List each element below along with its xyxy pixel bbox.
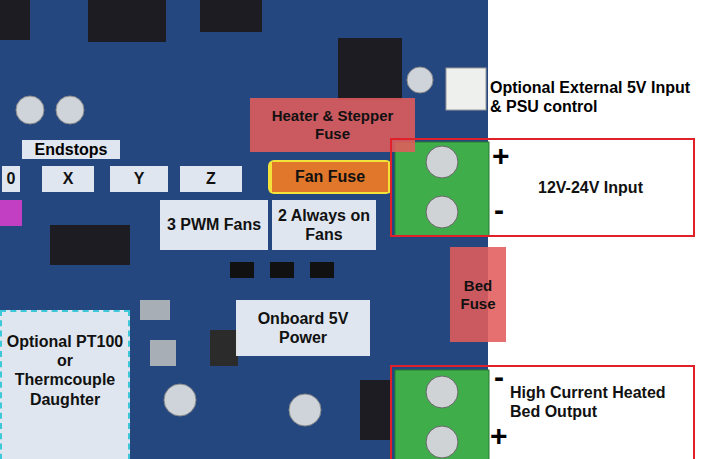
endstop-connector: 0: [2, 166, 20, 192]
pink-header: [0, 200, 22, 226]
terminal-screw: [426, 376, 458, 408]
node-text: Heater & Stepper Fuse: [254, 107, 411, 143]
terminal-screw: [426, 426, 458, 458]
endstop-connector: X: [42, 166, 94, 192]
node-text: 2 Always on Fans: [276, 206, 372, 244]
mosfet: [360, 380, 390, 440]
fuse-box: Bed Fuse: [450, 247, 506, 342]
inductor: [210, 330, 238, 366]
node-text: Optional PT100 or Thermcouple Daughter: [6, 332, 124, 409]
terminal-screw: [426, 196, 458, 228]
fan-connector: 3 PWM Fans: [160, 200, 268, 250]
node-text: Y: [134, 169, 145, 188]
chip: [88, 0, 166, 42]
node-text: High Current Heated Bed Output: [510, 383, 689, 421]
power-label-box: Onboard 5V Power: [236, 300, 370, 356]
endstop-connector: Y: [110, 166, 168, 192]
polarity-sign: +: [490, 418, 514, 454]
polarity-sign: -: [494, 359, 518, 395]
jumper: [230, 262, 254, 278]
input-terminal: [395, 142, 489, 236]
group-label: Endstops: [22, 140, 120, 159]
capacitor: [56, 96, 84, 124]
fuse-box: Fan Fuse: [272, 162, 388, 192]
capacitor: [289, 394, 321, 426]
bed-terminal: [395, 370, 489, 459]
jumper: [310, 262, 334, 278]
regulator: [140, 300, 170, 320]
node-text: Onboard 5V Power: [240, 309, 366, 347]
chip: [338, 38, 402, 100]
capacitor: [16, 96, 44, 124]
white-ground: [488, 0, 725, 459]
fan-fuse-highlight: [268, 160, 392, 194]
input-callout-box: 12V-24V Input: [390, 138, 695, 237]
jumper: [270, 262, 294, 278]
node-text: 12V-24V Input: [538, 178, 643, 197]
chip: [0, 0, 30, 40]
output-callout-box: High Current Heated Bed Output: [390, 365, 695, 459]
polarity-sign: +: [492, 138, 516, 174]
capacitor: [164, 384, 196, 416]
daughterboard-region: Optional PT100 or Thermcouple Daughter: [0, 310, 130, 459]
capacitor: [407, 67, 433, 93]
node-text: X: [63, 169, 74, 188]
polarity-sign: -: [494, 192, 518, 228]
external-5v-connector: [446, 68, 486, 110]
terminal-screw: [426, 146, 458, 178]
connector-callout: Optional External 5V Input & PSU control: [490, 78, 705, 116]
chip: [200, 0, 262, 32]
fan-connector: 2 Always on Fans: [272, 200, 376, 250]
node-text: Z: [206, 169, 216, 188]
node-text: Bed Fuse: [454, 277, 502, 313]
endstop-connector: Z: [180, 166, 242, 192]
node-text: 3 PWM Fans: [167, 215, 261, 234]
node-text: 0: [7, 169, 16, 188]
regulator: [150, 340, 176, 366]
node-text: Fan Fuse: [295, 167, 365, 186]
chip: [50, 225, 130, 265]
